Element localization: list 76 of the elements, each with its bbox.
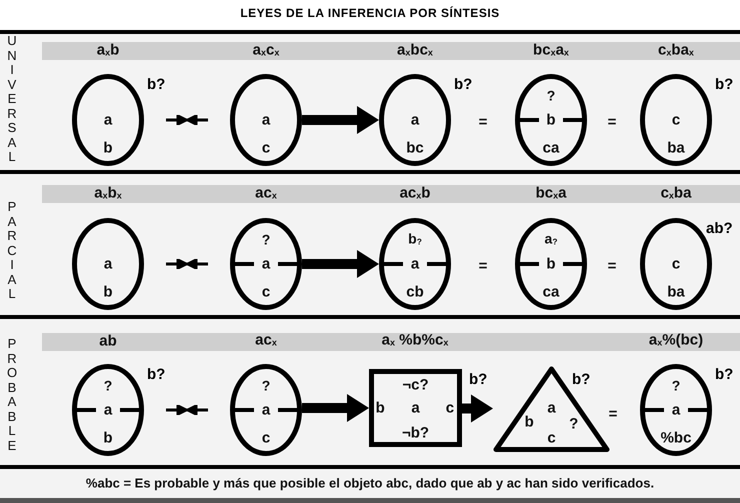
node-note: b? (147, 76, 166, 93)
node-text: c (672, 256, 680, 272)
oval-node (515, 74, 587, 166)
node-text: c (262, 139, 270, 156)
node-text: b (524, 414, 534, 431)
node-note: b? (454, 76, 472, 93)
row-panel (0, 170, 740, 315)
equals-sign: = (608, 258, 616, 274)
node-text: a (262, 256, 270, 272)
node-text: b (103, 429, 113, 446)
triangle-node (493, 365, 610, 452)
node-text: b (376, 400, 385, 416)
diagram-title: LEYES DE LA INFERENCIA POR SÍNTESIS (239, 6, 501, 20)
node-text: a (104, 256, 112, 272)
row-title: PARCIAL (7, 200, 17, 302)
node-text: b (103, 139, 113, 156)
equals-sign: = (478, 258, 488, 274)
node-text: a (547, 399, 556, 416)
node-text: ? (569, 416, 578, 433)
node-text: a (410, 256, 420, 272)
node-text: ? (546, 88, 556, 105)
row-panel (0, 315, 740, 465)
row-panel (0, 30, 740, 170)
node-note: b? (572, 371, 590, 388)
node-text: a (411, 400, 420, 416)
node-text: c (446, 400, 454, 416)
row-title: UNIVERSAL (7, 34, 17, 164)
node-text: ca (542, 283, 560, 300)
arrow (302, 106, 379, 134)
arrow (462, 394, 493, 422)
row-title: PROBABLE (7, 337, 17, 453)
oval-node (515, 218, 587, 310)
node-text: ? (672, 378, 680, 395)
node-text: ? (262, 378, 270, 395)
column-heading: ab (99, 332, 117, 350)
node-text: a$_{?}$ (544, 230, 558, 249)
node-note: b? (715, 366, 734, 383)
oval-node (230, 74, 302, 166)
equals-sign: = (608, 406, 618, 422)
node-text: c (262, 283, 270, 300)
node-note: b? (715, 76, 734, 93)
node-text: cb (406, 283, 424, 300)
node-text: ¬b? (402, 424, 430, 442)
node-text: %bc (660, 429, 692, 446)
node-text: b$_{?}$ (408, 230, 422, 249)
node-text: b (546, 256, 556, 272)
node-text: ¬c? (402, 376, 429, 394)
node-note: b? (469, 371, 488, 388)
node-text: a (262, 402, 270, 418)
node-text: b (546, 112, 556, 128)
footnote: %abc = Es probable y más que posible el objeto abc, dado que ab y ac han sido verificados. (86, 474, 654, 492)
node-note: ab? (706, 220, 733, 237)
oval-node (230, 218, 302, 310)
node-text: c (262, 429, 270, 446)
node-text: c (547, 430, 556, 447)
oval-node (72, 218, 144, 310)
node-text: a (262, 112, 270, 128)
node-text: a (672, 402, 680, 418)
equals-sign: = (608, 114, 616, 130)
node-text: ba (667, 139, 685, 156)
arrow (302, 394, 369, 422)
oval-node (230, 364, 302, 456)
equals-sign: = (478, 114, 488, 130)
oval-node (379, 218, 451, 310)
node-text: a (104, 112, 112, 128)
node-note: b? (147, 366, 166, 383)
arrow (302, 250, 379, 278)
node-text: ba (667, 283, 685, 300)
node-text: b (103, 283, 113, 300)
node-text: bc (406, 139, 424, 156)
node-text: a (104, 402, 112, 418)
node-text: ca (542, 139, 560, 156)
node-text: a (410, 112, 420, 128)
node-text: c (672, 112, 680, 128)
node-text: ? (262, 232, 270, 249)
node-text: ? (104, 378, 112, 395)
